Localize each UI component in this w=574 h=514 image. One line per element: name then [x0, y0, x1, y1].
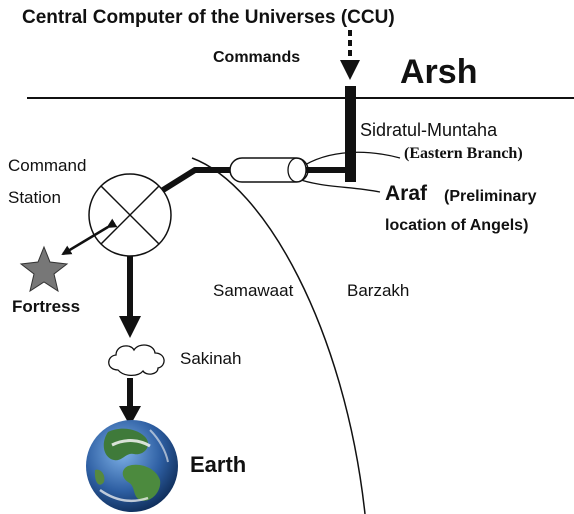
araf-curve — [294, 177, 381, 193]
araf-note-line2: location of Angels) — [385, 217, 529, 234]
fortress-link-arrow — [61, 218, 118, 256]
station-to-sakinah-arrow-head — [119, 316, 141, 338]
diagram-title: Central Computer of the Universes (CCU) — [22, 7, 395, 28]
arsh-label: Arsh — [400, 53, 478, 91]
conduit-to-station-line — [153, 167, 230, 198]
command-station-label-line1: Command — [8, 156, 87, 175]
conduit-capsule — [229, 157, 309, 183]
sidratul-muntaha-bar — [345, 86, 356, 182]
sidratul-muntaha-label: Sidratul-Muntaha — [360, 120, 498, 140]
commands-arrow-head — [340, 60, 360, 80]
sakinah-to-earth-arrow-head — [119, 406, 141, 426]
star-icon — [19, 245, 69, 293]
araf-note-line1: (Preliminary — [444, 188, 537, 205]
eastern-branch-curve — [299, 151, 401, 169]
command-station-label-line2: Station — [8, 188, 61, 207]
cloud-icon — [108, 344, 165, 377]
commands-label: Commands — [213, 49, 301, 66]
earth-globe-icon — [86, 420, 178, 512]
araf-label: Araf — [385, 182, 428, 205]
barzakh-curve — [191, 157, 366, 514]
fortress-label: Fortress — [12, 297, 81, 316]
samawaat-label: Samawaat — [213, 281, 294, 300]
earth-label: Earth — [190, 452, 247, 477]
crossed-circle-icon — [88, 173, 172, 257]
sakinah-label: Sakinah — [180, 349, 242, 368]
barzakh-label: Barzakh — [347, 281, 410, 300]
eastern-branch-label: (Eastern Branch) — [404, 145, 523, 162]
